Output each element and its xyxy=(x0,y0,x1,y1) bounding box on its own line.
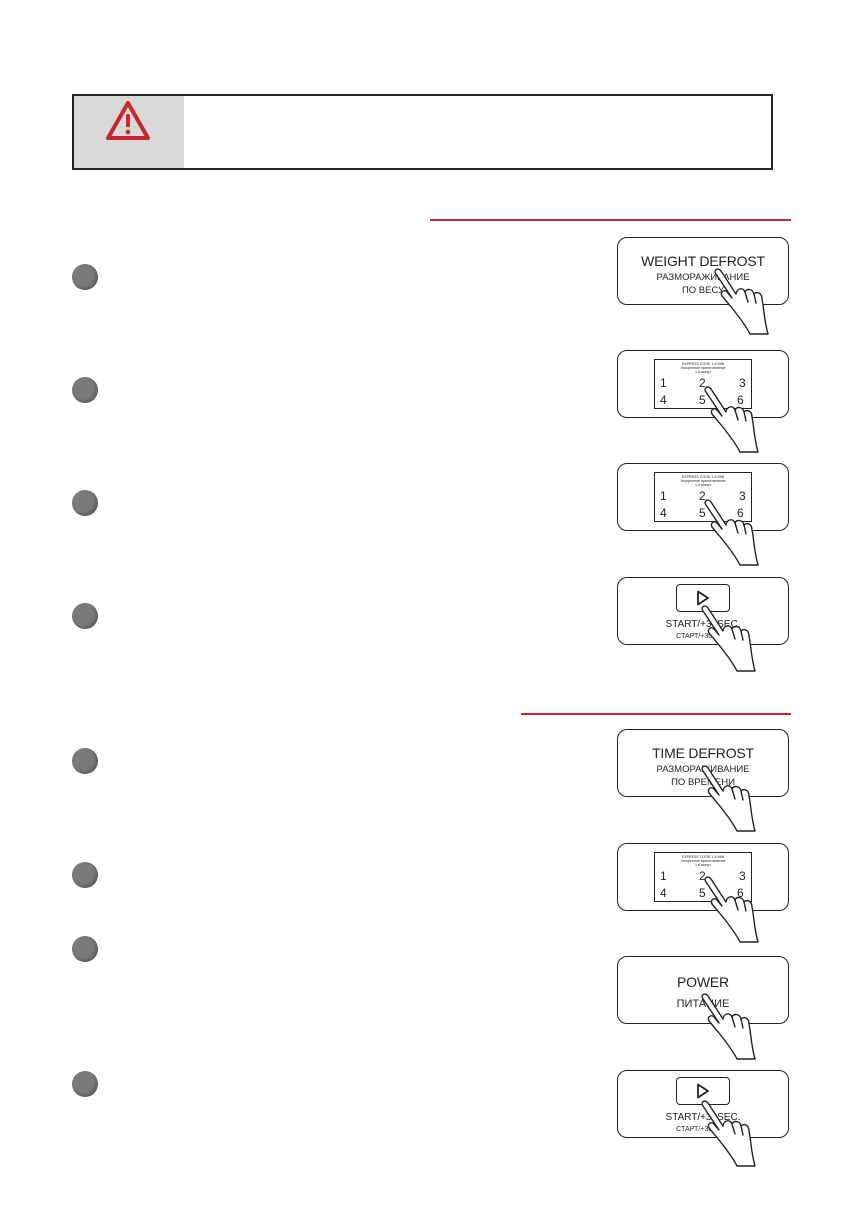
power-button[interactable]: POWER ПИТАНИЕ xyxy=(617,956,789,1024)
hand-pointer-icon xyxy=(704,499,759,566)
key-2[interactable]: 2 xyxy=(699,376,706,390)
hand-pointer-icon xyxy=(701,765,756,832)
hand-pointer-icon xyxy=(704,876,759,943)
key-6[interactable]: 6 xyxy=(737,393,744,407)
key-4[interactable]: 4 xyxy=(660,506,667,520)
key-4[interactable]: 4 xyxy=(660,886,667,900)
time-defrost-label: TIME DEFROST xyxy=(652,745,754,761)
key-2[interactable]: 2 xyxy=(699,869,706,883)
number-keypad-panel: EXPRESS COOK 1-6 MIN Ускоренное приготов… xyxy=(617,463,789,531)
step-bullet-8 xyxy=(72,1071,98,1097)
play-icon xyxy=(697,1083,709,1099)
number-keypad-panel: EXPRESS COOK 1-6 MIN Ускоренное приготов… xyxy=(617,843,789,911)
key-5[interactable]: 5 xyxy=(699,886,706,900)
key-5[interactable]: 5 xyxy=(699,506,706,520)
number-keypad[interactable]: EXPRESS COOK 1-6 MIN Ускоренное приготов… xyxy=(654,359,752,409)
start-label: START/+30SEC. xyxy=(665,1112,741,1123)
number-keypad-panel: EXPRESS COOK 1-6 MIN Ускоренное приготов… xyxy=(617,350,789,418)
step-bullet-3 xyxy=(72,490,98,516)
step-bullet-7 xyxy=(72,936,98,962)
key-4[interactable]: 4 xyxy=(660,393,667,407)
keypad-caption-ru: Ускоренное приготовление xyxy=(680,859,726,863)
number-keypad[interactable]: EXPRESS COOK 1-6 MIN Ускоренное приготов… xyxy=(654,472,752,522)
weight-defrost-label-ru-2: ПО ВЕСУ xyxy=(681,285,725,296)
time-defrost-label-ru-2: ПО ВРЕМЕНИ xyxy=(671,777,735,788)
key-3[interactable]: 3 xyxy=(739,869,746,883)
keypad-caption-en: EXPRESS COOK 1-6 MIN xyxy=(681,855,725,859)
number-keypad[interactable]: EXPRESS COOK 1-6 MIN Ускоренное приготов… xyxy=(654,852,752,902)
keypad-caption-ru: Ускоренное приготовление xyxy=(680,366,726,370)
keypad-caption-ru-2: 1-6 минут xyxy=(694,370,712,374)
key-3[interactable]: 3 xyxy=(739,376,746,390)
keypad-caption-ru: Ускоренное приготовление xyxy=(680,479,726,483)
start-panel: START/+30SEC. СТАРТ/+30 СЕК. xyxy=(617,1070,789,1138)
step-bullet-6 xyxy=(72,862,98,888)
start-label-ru: СТАРТ/+30 СЕК. xyxy=(676,633,730,640)
weight-defrost-label: WEIGHT DEFROST xyxy=(641,253,765,269)
key-5[interactable]: 5 xyxy=(699,393,706,407)
hand-pointer-icon xyxy=(714,268,769,335)
play-icon xyxy=(697,590,709,606)
warning-icon-cell xyxy=(74,96,184,168)
key-3[interactable]: 3 xyxy=(739,489,746,503)
section-rule-weight-defrost xyxy=(430,219,791,221)
section-rule-time-defrost xyxy=(521,713,791,715)
hand-pointer-icon xyxy=(701,605,756,672)
key-6[interactable]: 6 xyxy=(737,506,744,520)
hand-pointer-icon xyxy=(701,1100,756,1167)
key-1[interactable]: 1 xyxy=(660,376,667,390)
key-6[interactable]: 6 xyxy=(737,886,744,900)
key-2[interactable]: 2 xyxy=(699,489,706,503)
step-bullet-5 xyxy=(72,748,98,774)
warning-box xyxy=(72,94,773,170)
keypad-caption-en: EXPRESS COOK 1-6 MIN xyxy=(681,475,725,479)
key-1[interactable]: 1 xyxy=(660,489,667,503)
keypad-caption-ru-2: 1-6 минут xyxy=(694,863,712,867)
start-label-ru: СТАРТ/+30 СЕК. xyxy=(676,1126,730,1133)
keypad-caption-en: EXPRESS COOK 1-6 MIN xyxy=(681,362,725,366)
hand-pointer-icon xyxy=(701,993,756,1060)
step-bullet-2 xyxy=(72,377,98,403)
power-label-ru: ПИТАНИЕ xyxy=(676,998,730,1010)
hand-pointer-icon xyxy=(704,386,759,453)
key-1[interactable]: 1 xyxy=(660,869,667,883)
power-label: POWER xyxy=(677,974,729,990)
step-bullet-1 xyxy=(72,264,98,290)
start-label: START/+30SEC. xyxy=(665,619,741,630)
warning-triangle-icon xyxy=(106,101,150,140)
step-bullet-4 xyxy=(72,603,98,629)
weight-defrost-label-ru-1: РАЗМОРАЖИВАНИЕ xyxy=(656,272,750,283)
keypad-caption-ru-2: 1-6 минут xyxy=(694,483,712,487)
weight-defrost-button[interactable]: WEIGHT DEFROST РАЗМОРАЖИВАНИЕ ПО ВЕСУ xyxy=(617,237,789,305)
